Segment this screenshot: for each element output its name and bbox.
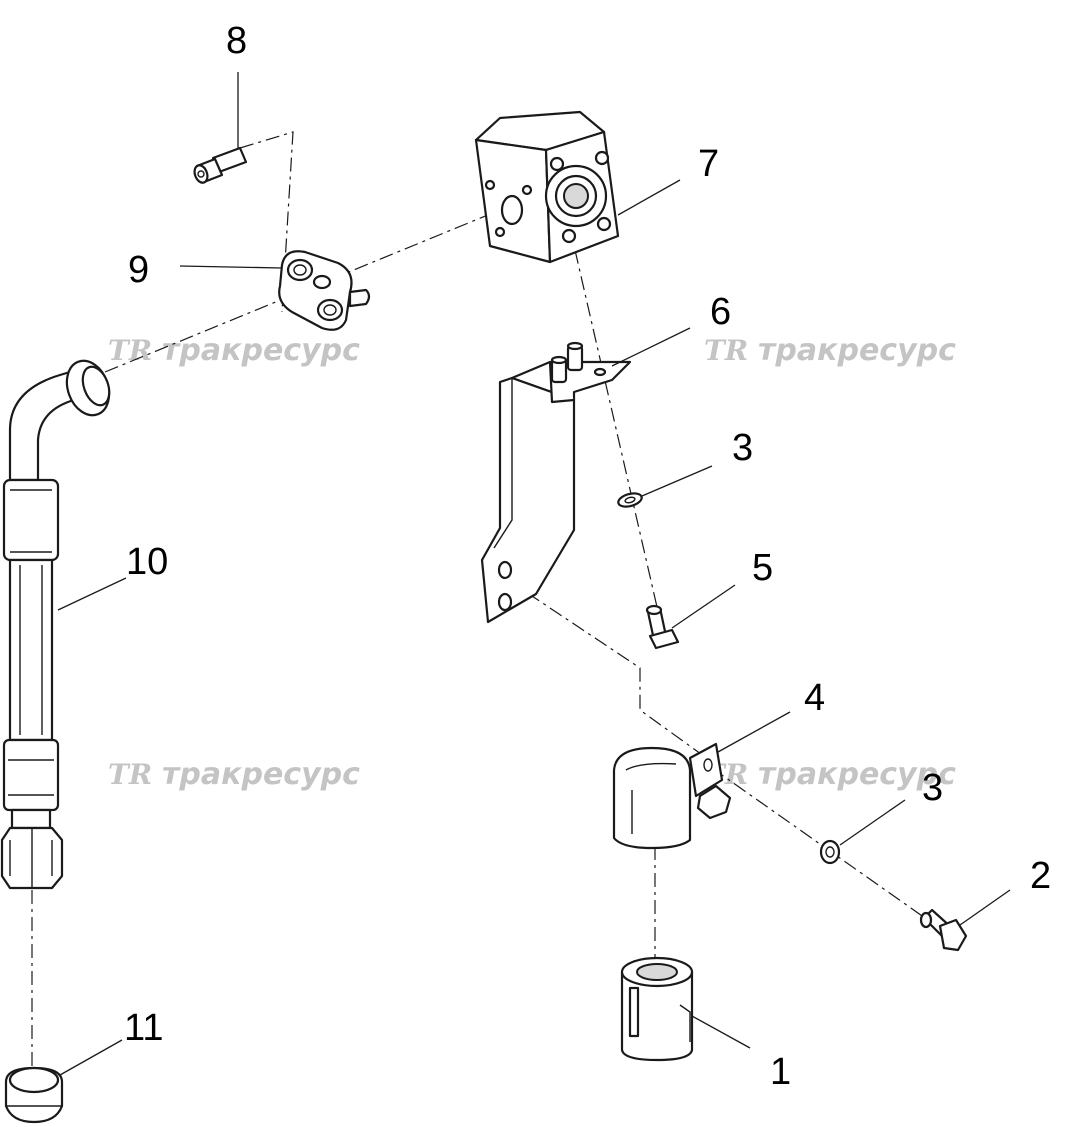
leader-7 [617, 179, 681, 216]
part-7-adapter-block [474, 110, 620, 264]
part-4-pipe-clamp [612, 742, 732, 850]
axis-block-to-bolt [574, 249, 661, 621]
watermark-logo: TR [108, 758, 152, 791]
leader-6 [611, 327, 691, 367]
watermark-logo: TR [108, 334, 152, 367]
callout-7: 7 [698, 143, 719, 185]
callout-9: 9 [128, 249, 149, 291]
watermark-text: тракресурс [162, 757, 360, 792]
watermark-4: TR тракресурс [704, 757, 956, 792]
axis-bracket-to-clamp [504, 577, 713, 763]
callout-1: 1 [770, 1051, 791, 1093]
callout-5: 5 [752, 547, 773, 589]
leader-10 [57, 577, 127, 611]
part-5-bolt [645, 604, 680, 650]
callouts: 8 9 7 6 3 5 10 4 3 2 11 1 [124, 20, 1051, 1093]
part-11-plug [4, 1066, 64, 1124]
callout-2: 2 [1030, 855, 1051, 897]
callout-6: 6 [710, 291, 731, 333]
leader-3a [641, 465, 713, 497]
part-3-washer-upper [617, 492, 643, 508]
callout-3-upper: 3 [732, 427, 753, 469]
part-1-bushing [620, 956, 694, 1062]
part-3-washer-lower [819, 839, 841, 865]
leader-5 [671, 584, 736, 629]
assembly-axes [31, 131, 936, 1068]
part-2-hex-bolt [919, 908, 968, 952]
callout-4: 4 [804, 677, 825, 719]
watermark-logo: TR [704, 334, 748, 367]
callout-8: 8 [226, 20, 247, 62]
watermark-text: тракресурс [162, 333, 360, 368]
leader-11 [59, 1039, 123, 1076]
axis-screw-to-flange [239, 131, 294, 313]
callout-11: 11 [124, 1007, 163, 1049]
watermark-3: TR тракресурс [108, 757, 360, 792]
watermark-2: TR тракресурс [704, 333, 956, 368]
leader-2 [959, 889, 1011, 926]
axis-hose-to-block [104, 209, 501, 373]
callout-3-lower: 3 [922, 767, 943, 809]
callout-10: 10 [126, 541, 168, 583]
part-10-hose [0, 359, 111, 890]
part-6-bracket [480, 341, 632, 624]
watermark-1: TR тракресурс [108, 333, 360, 368]
leader-1 [691, 1015, 751, 1049]
part-8-cap-screw [193, 146, 248, 184]
watermark-text: тракресурс [758, 757, 956, 792]
leader-lines [57, 72, 1011, 1076]
leader-9 [179, 265, 283, 269]
part-9-split-flange [278, 250, 371, 331]
watermark-text: тракресурс [758, 333, 956, 368]
leader-4 [717, 711, 791, 753]
leader-3b [839, 799, 906, 846]
